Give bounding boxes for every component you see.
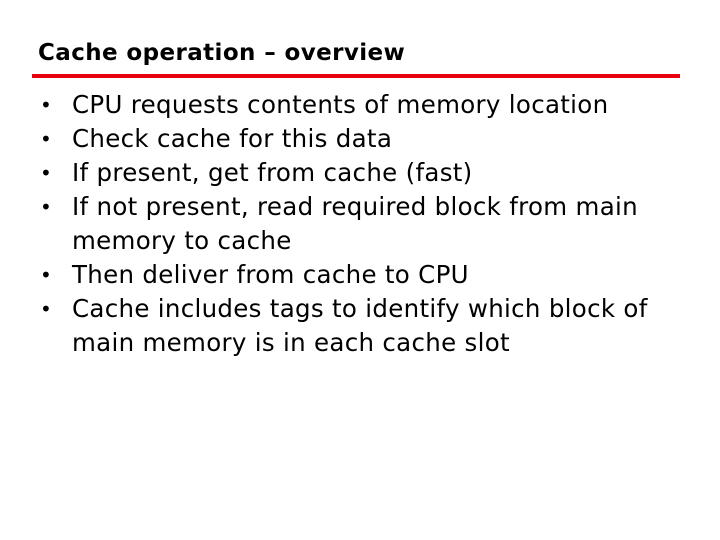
bullet-text: Check cache for this data: [72, 124, 393, 153]
bullet-text: If not present, read required block from…: [72, 192, 638, 255]
bullet-dot-icon: •: [40, 93, 53, 117]
title-underline-rule: [32, 74, 680, 78]
slide-title: Cache operation – overview: [38, 40, 406, 66]
bullet-item: • Then deliver from cache to CPU: [36, 258, 696, 292]
bullet-text: If present, get from cache (fast): [72, 158, 473, 187]
bullet-dot-icon: •: [40, 297, 53, 321]
bullet-item: • Check cache for this data: [36, 122, 696, 156]
bullet-item: • CPU requests contents of memory locati…: [36, 88, 696, 122]
bullet-text: Then deliver from cache to CPU: [72, 260, 469, 289]
bullet-dot-icon: •: [40, 195, 53, 219]
bullet-dot-icon: •: [40, 161, 53, 185]
bullet-item: • Cache includes tags to identify which …: [36, 292, 696, 360]
bullet-item: • If present, get from cache (fast): [36, 156, 696, 190]
bullet-dot-icon: •: [40, 127, 53, 151]
bullet-dot-icon: •: [40, 263, 53, 287]
bullet-list: • CPU requests contents of memory locati…: [36, 88, 696, 360]
bullet-text: Cache includes tags to identify which bl…: [72, 294, 648, 357]
bullet-item: • If not present, read required block fr…: [36, 190, 696, 258]
bullet-text: CPU requests contents of memory location: [72, 90, 609, 119]
